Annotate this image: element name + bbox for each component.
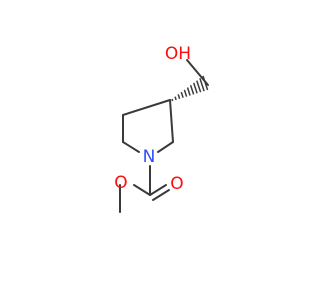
hash-line-3 (177, 94, 181, 100)
carbonyl-oxygen-label: O (170, 174, 183, 194)
bond-ring-c5-n1 (122, 141, 140, 153)
bond-ring-n1-c2 (157, 141, 174, 153)
bond-carbonyl-double-2 (152, 189, 170, 201)
bond-ring-c3-c4 (122, 99, 171, 116)
ring-nitrogen-label: N (143, 147, 156, 167)
molecule-structure: OH N O O (114, 44, 209, 213)
hash-line-11 (202, 75, 209, 91)
hash-line-5 (183, 89, 188, 97)
hydroxyl-label: OH (165, 44, 191, 64)
hash-line-2 (174, 96, 177, 101)
bond-carbonyl-ester-o (133, 184, 151, 196)
hash-line-8 (192, 82, 198, 94)
hash-line-10 (199, 78, 205, 92)
hash-line-9 (196, 80, 202, 93)
ester-oxygen-label: O (114, 173, 127, 193)
bond-ring-c2-c3 (169, 99, 174, 143)
hash-line-6 (186, 87, 191, 96)
stereo-hashed-wedge (171, 75, 209, 102)
bond-carbonyl-double-1 (149, 184, 167, 196)
hash-line-1 (171, 98, 174, 102)
hash-line-7 (189, 84, 195, 95)
hash-line-4 (180, 91, 184, 98)
